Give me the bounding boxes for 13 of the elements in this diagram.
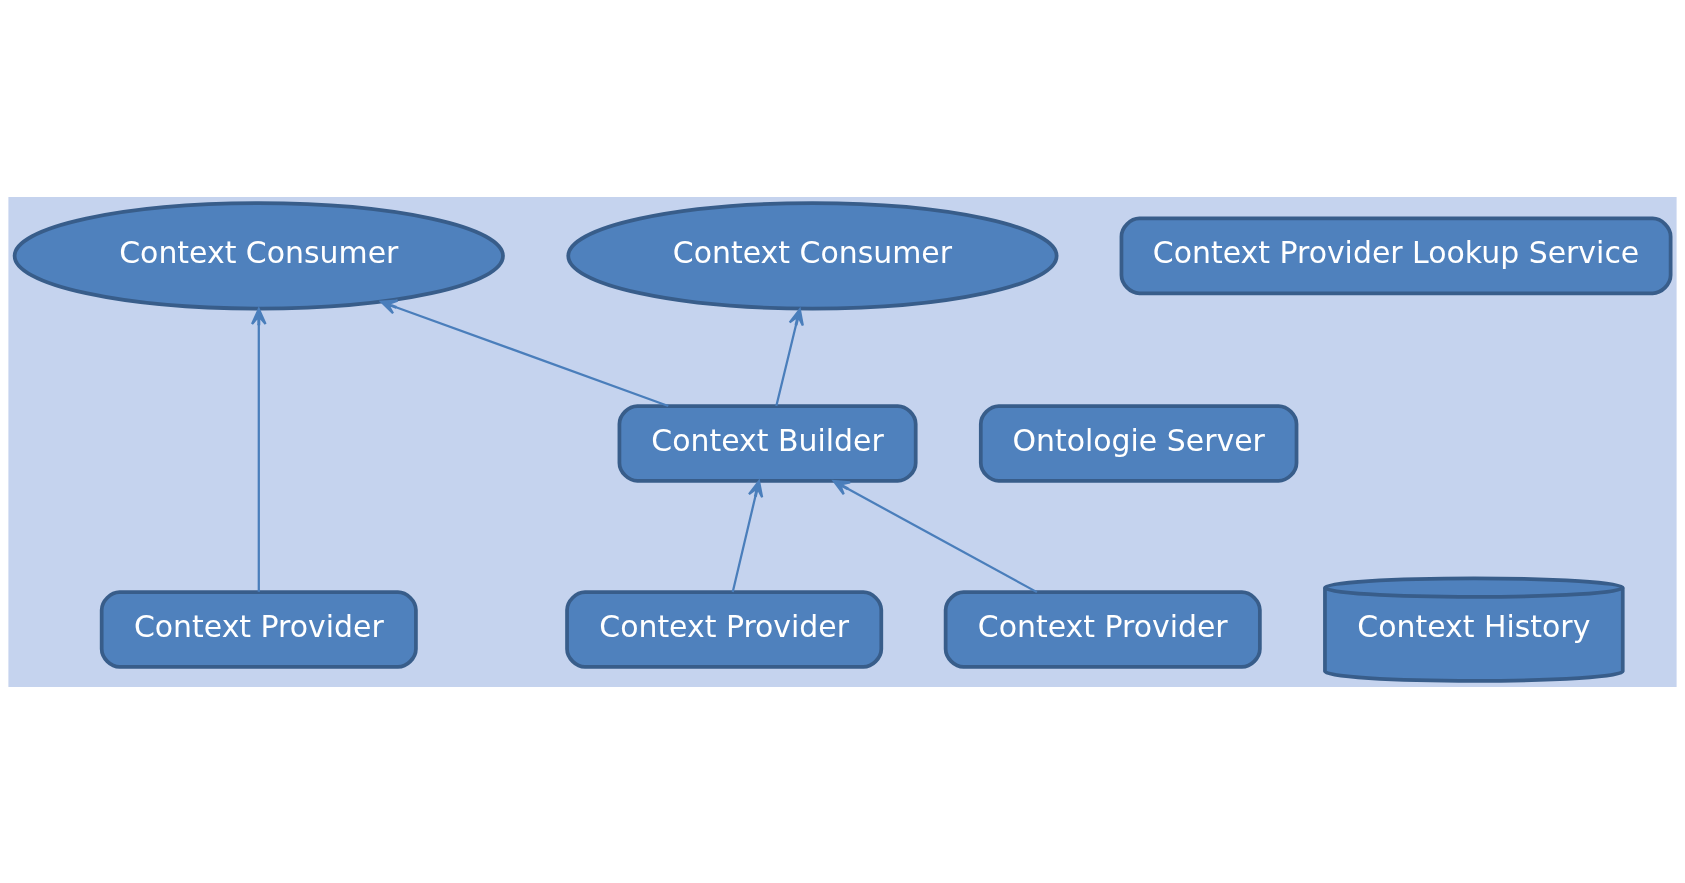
arrow	[832, 479, 1038, 593]
node-box: Context Provider	[565, 589, 884, 669]
arrow	[250, 307, 267, 592]
node-box: Context Provider Lookup Service	[1119, 216, 1673, 295]
node-box: Ontologie Server	[978, 403, 1299, 483]
node-ellipse: Context Consumer	[12, 200, 505, 310]
node-box: Context Provider	[99, 589, 418, 669]
node-box: Context Builder	[617, 403, 918, 483]
arrow	[775, 307, 804, 406]
node-ellipse: Context Consumer	[566, 200, 1059, 310]
arrow	[731, 479, 764, 592]
node-box: Context Provider	[943, 589, 1262, 669]
arrow	[380, 298, 669, 407]
